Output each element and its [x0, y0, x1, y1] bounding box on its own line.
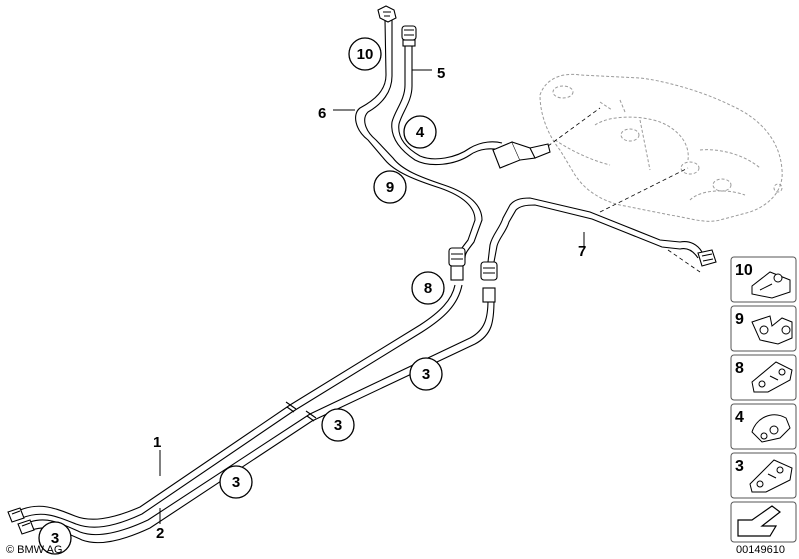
- callout-7: 7: [578, 243, 586, 260]
- tank-connector: [697, 249, 717, 267]
- circled-3c-text: 3: [232, 474, 240, 491]
- connector-7: [480, 261, 498, 303]
- clip-9-icon: [751, 315, 793, 345]
- fuel-tank: [539, 73, 783, 222]
- clip-8-icon: [751, 361, 793, 393]
- callout-1: 1: [153, 434, 161, 451]
- top-clip: [377, 5, 397, 23]
- circled-8: 8: [411, 271, 445, 305]
- circled-3c: 3: [219, 465, 253, 499]
- circled-3d: 3: [38, 521, 72, 555]
- callout-5: 5: [437, 65, 445, 82]
- circled-4-text: 4: [416, 124, 425, 141]
- clip-4-icon: [751, 414, 791, 443]
- legend-number-8: 8: [735, 360, 744, 377]
- callout-leaders: [159, 69, 585, 524]
- circled-8-text: 8: [424, 280, 432, 297]
- parts-legend: 10 9 8: [730, 256, 797, 543]
- callout-2: 2: [156, 525, 164, 542]
- circled-10: 10: [348, 37, 382, 71]
- legend-item-4: 4: [730, 403, 797, 450]
- legend-number-4: 4: [735, 409, 744, 426]
- legend-number-9: 9: [735, 311, 744, 328]
- circled-9: 9: [373, 170, 407, 204]
- drawing-number: 00149610: [736, 544, 785, 556]
- direction-arrow-icon: [737, 505, 781, 537]
- copyright-text: © BMW AG: [6, 544, 62, 556]
- legend-item-3: 3: [730, 452, 797, 499]
- circled-4: 4: [403, 115, 437, 149]
- circled-3d-text: 3: [51, 530, 59, 547]
- legend-item-9: 9: [730, 305, 797, 352]
- left-end-fittings: [7, 507, 35, 535]
- circled-3b: 3: [321, 408, 355, 442]
- circled-3a: 3: [409, 357, 443, 391]
- top-connector: [401, 25, 417, 47]
- legend-number-10: 10: [735, 262, 753, 279]
- clip-10-icon: [751, 271, 791, 299]
- fuel-lines: [19, 19, 703, 544]
- circled-3b-text: 3: [334, 417, 342, 434]
- circled-10-text: 10: [357, 46, 374, 63]
- fuel-filter: [492, 141, 551, 169]
- legend-number-3: 3: [735, 458, 744, 475]
- direction-arrow-box: [730, 501, 797, 543]
- clip-3-icon: [749, 459, 793, 493]
- connector-8: [448, 247, 466, 281]
- callout-6: 6: [318, 105, 326, 122]
- legend-item-10: 10: [730, 256, 797, 303]
- circled-3a-text: 3: [422, 366, 430, 383]
- legend-item-8: 8: [730, 354, 797, 401]
- circled-9-text: 9: [386, 179, 394, 196]
- leader-lines-dashed: [547, 107, 701, 273]
- fittings: [7, 5, 717, 535]
